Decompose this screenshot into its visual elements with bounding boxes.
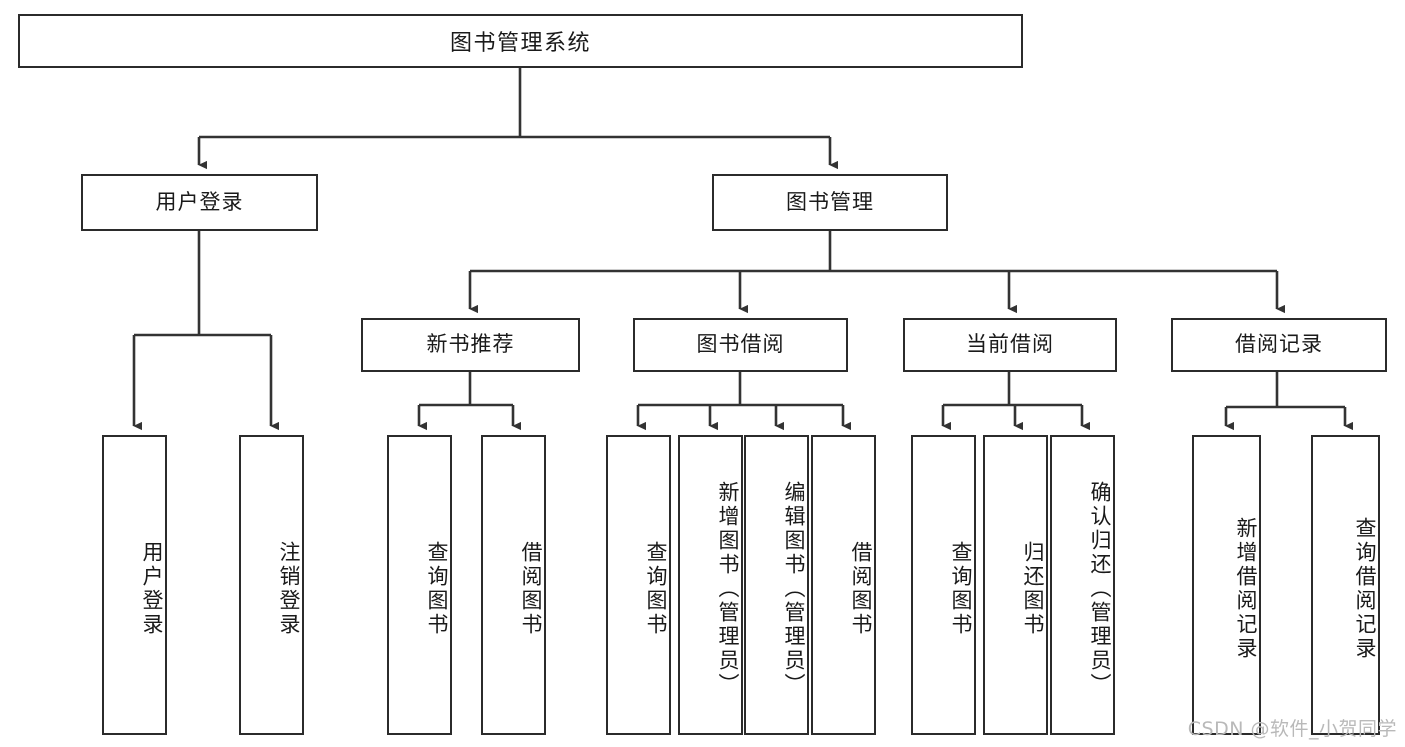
leaf-label: 借阅图书 (849, 541, 873, 637)
node-leaf-add-record[interactable]: 新增借阅记录 (1192, 435, 1261, 735)
connector-newbookrec-to-leaves (417, 372, 522, 431)
leaf-label: 借阅图书 (519, 541, 543, 637)
leaf-label: 注销登录 (277, 541, 301, 637)
node-leaf-user-logout[interactable]: 注销登录 (239, 435, 304, 735)
node-leaf-query-record[interactable]: 查询借阅记录 (1311, 435, 1380, 735)
leaf-label: 查询图书 (949, 541, 973, 637)
node-leaf-add-book[interactable]: 新增图书（管理员） (678, 435, 743, 735)
node-leaf-edit-book[interactable]: 编辑图书（管理员） (744, 435, 809, 735)
node-root-system[interactable]: 图书管理系统 (18, 14, 1023, 68)
connector-currentborrow-to-leaves (941, 372, 1091, 431)
connector-bookborrow-to-leaves (636, 372, 852, 431)
node-leaf-query-book-1[interactable]: 查询图书 (387, 435, 452, 735)
node-book-manage[interactable]: 图书管理 (712, 174, 948, 231)
node-borrow-record[interactable]: 借阅记录 (1171, 318, 1387, 372)
leaf-label: 新增借阅记录 (1234, 517, 1258, 661)
node-leaf-query-book-3[interactable]: 查询图书 (911, 435, 976, 735)
leaf-label: 查询图书 (425, 541, 449, 637)
leaf-label: 归还图书 (1021, 541, 1045, 637)
connector-bookmanage-to-level2 (468, 231, 1286, 314)
node-user-login[interactable]: 用户登录 (81, 174, 318, 231)
node-leaf-return-book[interactable]: 归还图书 (983, 435, 1048, 735)
node-leaf-borrow-book-2[interactable]: 借阅图书 (811, 435, 876, 735)
node-leaf-borrow-book-1[interactable]: 借阅图书 (481, 435, 546, 735)
leaf-label: 新增图书（管理员） (716, 481, 740, 697)
connector-userlogin-to-leaves (132, 231, 280, 431)
leaf-label: 编辑图书（管理员） (782, 481, 806, 697)
node-leaf-query-book-2[interactable]: 查询图书 (606, 435, 671, 735)
node-leaf-user-login[interactable]: 用户登录 (102, 435, 167, 735)
node-new-book-rec[interactable]: 新书推荐 (361, 318, 580, 372)
leaf-label: 确认归还（管理员） (1088, 481, 1112, 697)
connector-root-to-level1 (197, 68, 839, 170)
leaf-label: 查询图书 (644, 541, 668, 637)
node-leaf-confirm-return[interactable]: 确认归还（管理员） (1050, 435, 1115, 735)
leaf-label: 查询借阅记录 (1353, 517, 1377, 661)
node-book-borrow[interactable]: 图书借阅 (633, 318, 848, 372)
connector-borrowrecord-to-leaves (1224, 372, 1354, 431)
leaf-label: 用户登录 (140, 541, 164, 637)
node-current-borrow[interactable]: 当前借阅 (903, 318, 1117, 372)
